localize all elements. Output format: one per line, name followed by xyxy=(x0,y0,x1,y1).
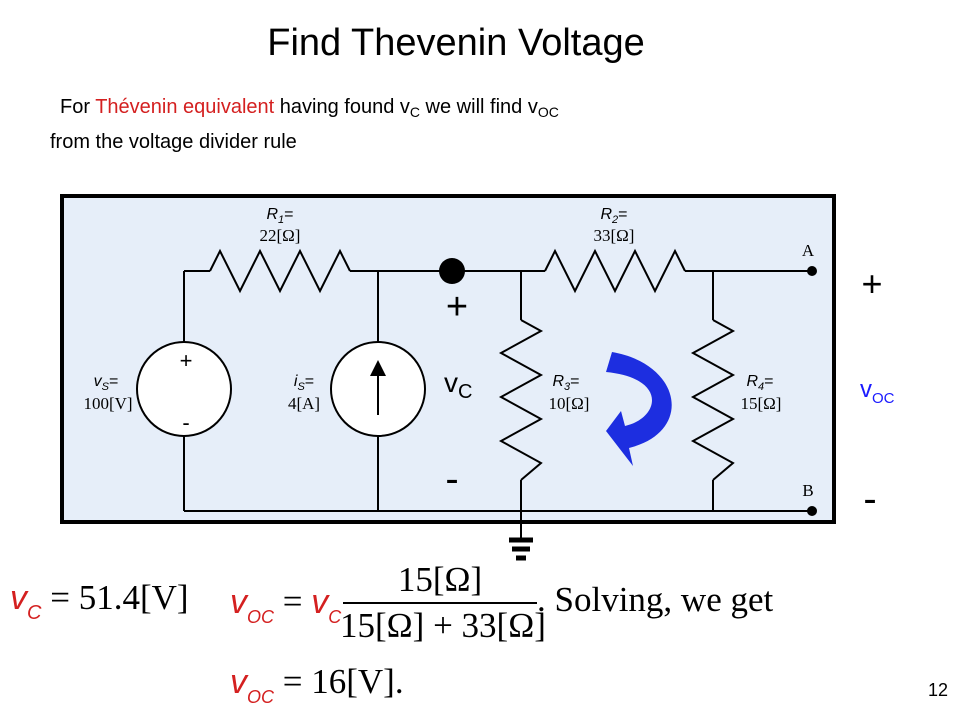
vc-eq-sub: C xyxy=(27,602,42,624)
r4-value: 15[Ω] xyxy=(741,394,782,413)
vc-label: vC xyxy=(444,367,472,403)
vc-equation: vC = 51.4[V] xyxy=(10,578,189,625)
circuit-wires xyxy=(183,270,812,540)
r2-label: R2= xyxy=(600,206,627,226)
r3-label: R3= xyxy=(552,373,579,393)
voc-result-rest: = 16[V]. xyxy=(274,662,404,701)
resistor-r3 xyxy=(498,319,544,481)
intro-sub-c: C xyxy=(409,104,420,120)
voc-label: vOC xyxy=(860,376,895,407)
r3-value: 10[Ω] xyxy=(549,394,590,413)
vs-value: 100[V] xyxy=(83,394,132,413)
fraction-denominator: 15[Ω] + 33[Ω] xyxy=(340,606,546,645)
node-vc-dot xyxy=(439,258,465,284)
solving-text: . Solving, we get xyxy=(537,580,774,619)
r1-value: 22[Ω] xyxy=(260,226,301,245)
voc-result-sub: OC xyxy=(247,687,274,707)
thevenin-highlight: Thévenin equivalent xyxy=(95,96,275,118)
voltage-source-minus: - xyxy=(182,410,189,435)
voc-eq-sub: OC xyxy=(247,607,274,627)
voc-eq-var2: v xyxy=(311,583,329,621)
ground-symbol xyxy=(509,537,533,561)
voltage-source-plus: + xyxy=(180,348,193,373)
intro-line-2: from the voltage divider rule xyxy=(50,131,297,153)
voc-result-var: v xyxy=(230,663,247,701)
r2-value: 33[Ω] xyxy=(594,226,635,245)
r1-label: R1= xyxy=(266,206,293,226)
node-b-label: B xyxy=(802,481,813,500)
intro-text-1: For xyxy=(60,96,96,118)
vc-plus: + xyxy=(446,286,468,328)
page-title: Find Thevenin Voltage xyxy=(267,22,645,64)
vc-minus: - xyxy=(445,457,458,501)
loop-arrow-icon xyxy=(606,352,672,466)
resistor-r4 xyxy=(690,319,736,481)
vc-eq-rest: = 51.4[V] xyxy=(41,578,189,617)
resistor-r1 xyxy=(209,248,351,294)
vc-eq-var: v xyxy=(10,579,27,617)
intro-text-3: we will find v xyxy=(420,96,538,118)
is-label: iS= xyxy=(294,373,314,393)
voc-eq-equals: = xyxy=(274,582,312,621)
is-value: 4[A] xyxy=(288,394,320,413)
vs-label: vS= xyxy=(94,373,119,393)
voltage-source xyxy=(136,341,232,437)
r4-label: R4= xyxy=(746,373,773,393)
voc-minus: - xyxy=(863,477,876,521)
voc-plus: + xyxy=(861,263,882,304)
voc-eq-var: v xyxy=(230,583,247,621)
fraction-bar xyxy=(343,602,537,604)
page-number: 12 xyxy=(927,680,948,700)
voc-eq-sub2: C xyxy=(328,607,342,627)
resistor-r2 xyxy=(544,248,686,294)
voc-result: vOC = 16[V]. xyxy=(230,662,404,708)
node-a-label: A xyxy=(802,241,815,260)
terminal-a xyxy=(807,266,817,276)
fraction-numerator: 15[Ω] xyxy=(397,560,483,599)
intro-sub-oc: OC xyxy=(537,104,559,120)
intro-line-1: For Thévenin equivalent having found vC … xyxy=(60,96,559,120)
voc-equation-lhs: vOC = vC xyxy=(230,582,341,628)
intro-text-2: having found v xyxy=(274,96,410,118)
terminal-b xyxy=(807,506,817,516)
